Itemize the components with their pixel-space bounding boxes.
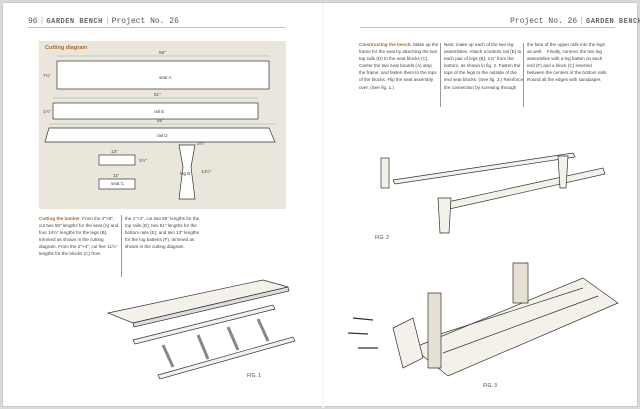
column-rule xyxy=(440,43,441,107)
dim-label: 11" xyxy=(113,173,120,178)
dim-label: 1½" xyxy=(43,108,51,114)
section-lead: Constructing the bench. xyxy=(359,42,412,47)
dim-label: 13" xyxy=(111,149,118,154)
part-label: rail D xyxy=(157,133,168,138)
fig1-drawing xyxy=(106,279,296,380)
dim-label: 55" xyxy=(157,118,164,123)
body-text: the 1"×4", cut two 55" lengths for the t… xyxy=(125,216,200,250)
book-section-title: GARDEN BENCH xyxy=(586,18,640,26)
text-column: Cutting the lumber. From the 2"×8", cut … xyxy=(39,215,119,258)
right-header: Project No. 26|GARDEN BENCH|97 xyxy=(510,17,640,26)
part-label: rail E xyxy=(154,109,164,114)
gutter xyxy=(322,3,324,408)
fig1-label: FIG. 1 xyxy=(247,373,261,379)
text-column: the 1"×4", cut two 55" lengths for the t… xyxy=(125,215,205,250)
header-rule xyxy=(28,27,286,28)
body-text: Next, make up each of the two leg assemb… xyxy=(444,42,524,90)
fig2-drawing xyxy=(380,152,606,234)
header-rule xyxy=(360,27,615,28)
fig2-label: FIG. 2 xyxy=(375,235,389,241)
column-rule xyxy=(523,43,524,107)
dim-label: 14½" xyxy=(201,168,212,174)
text-column: Next, make up each of the two leg assemb… xyxy=(444,41,524,91)
dim-label: 51" xyxy=(154,92,161,97)
project-number: Project No. 26 xyxy=(510,17,578,26)
fig3-label: FIG. 3 xyxy=(483,383,497,389)
body-text: Make up the frame for the seat by attach… xyxy=(359,42,439,90)
page-number: 96 xyxy=(28,17,38,26)
text-column: Constructing the bench. Make up the fram… xyxy=(359,41,439,91)
book-section-title: GARDEN BENCH xyxy=(46,18,103,26)
dim-label: 58" xyxy=(159,50,166,55)
body-text: From the 2"×8", cut two 58" lengths for … xyxy=(39,216,119,257)
dim-label: 7¼" xyxy=(43,73,51,78)
part-label: seat C xyxy=(111,181,125,186)
dim-label: 3½" xyxy=(139,157,147,163)
cutting-diagram: Cutting diagram 58" 51" 55" 13" 11" 14½"… xyxy=(39,41,286,209)
column-rule xyxy=(121,215,122,277)
cutting-diagram-title: Cutting diagram xyxy=(45,45,88,51)
part-label: leg B xyxy=(180,171,190,176)
body-text: the face of the upper rails into the leg… xyxy=(527,42,608,83)
dim-label: 3½" xyxy=(197,140,205,146)
left-header: 96|GARDEN BENCH|Project No. 26 xyxy=(28,17,179,26)
cutting-diagram-drawing: 58" 51" 55" 13" 11" 14½" 7¼" 3½" 1½" 3½"… xyxy=(43,50,276,200)
section-lead: Cutting the lumber. xyxy=(39,216,81,221)
project-number: Project No. 26 xyxy=(111,17,179,26)
text-column: the face of the upper rails into the leg… xyxy=(527,41,609,84)
fig3-drawing xyxy=(347,262,619,377)
part-label: seat A xyxy=(159,75,172,80)
